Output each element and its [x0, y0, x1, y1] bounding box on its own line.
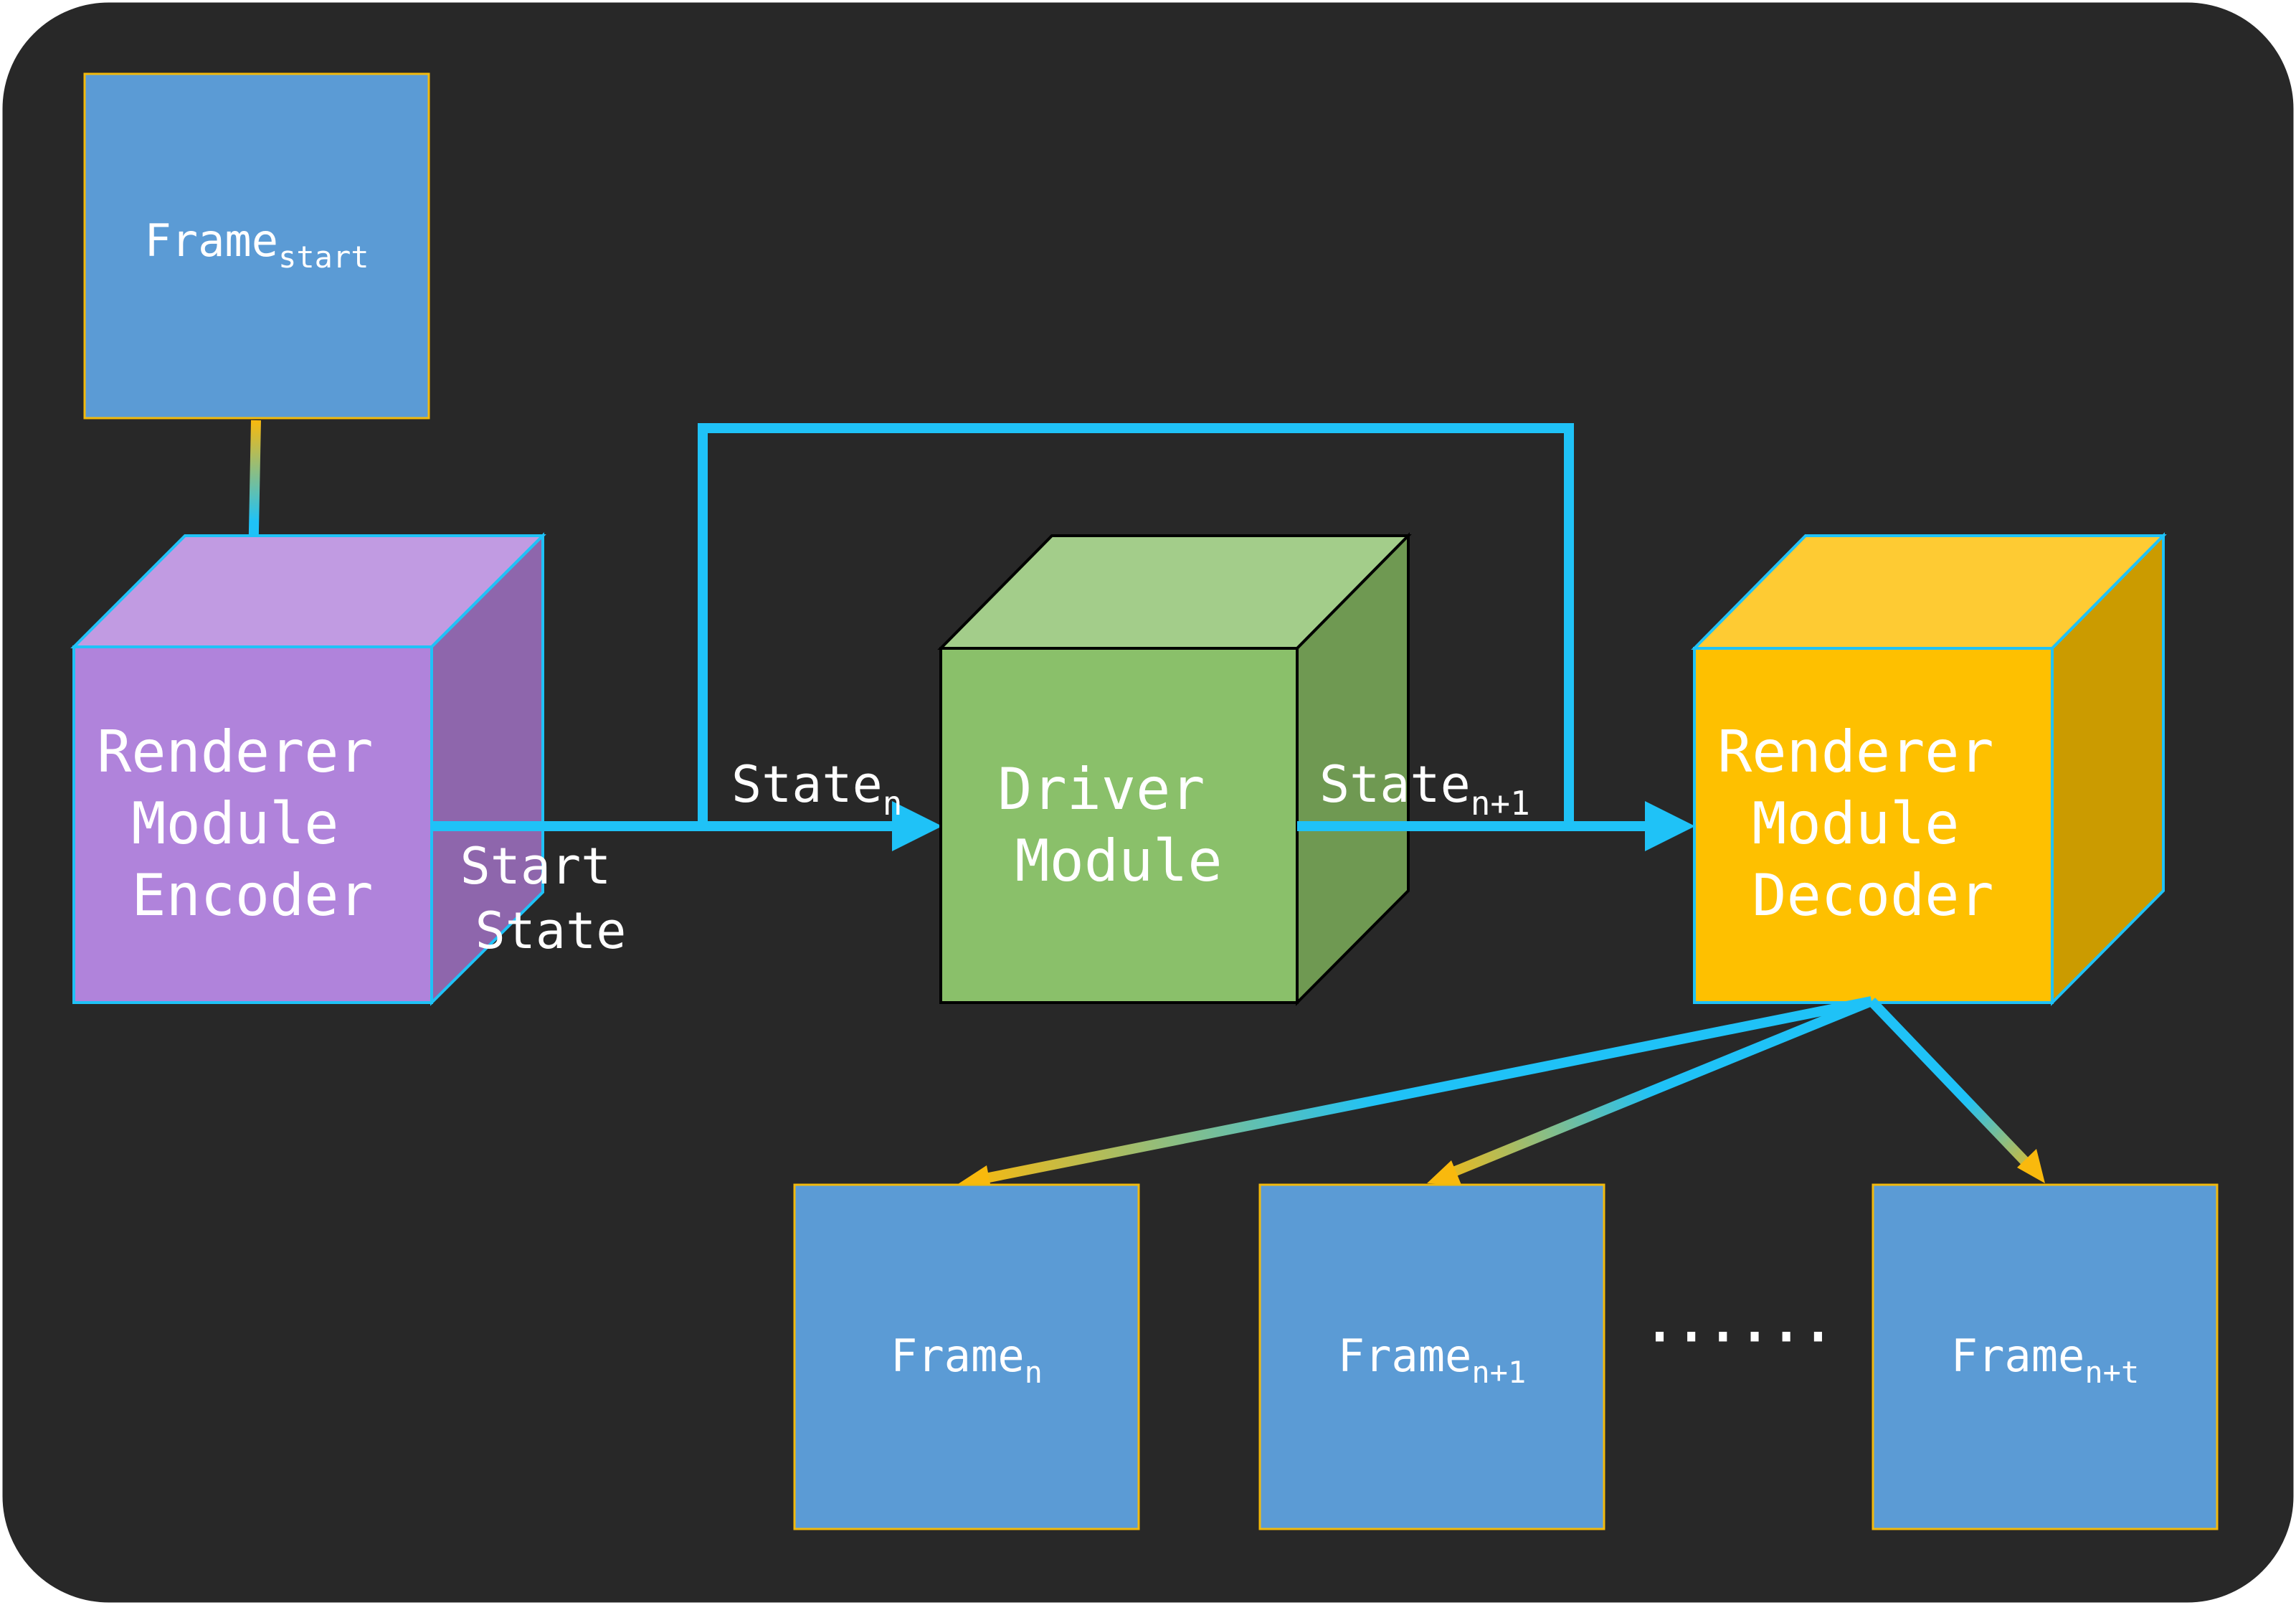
frame-n-box: Framen — [793, 1183, 1140, 1530]
frame-start-box: Framestart — [83, 72, 430, 420]
state-n1-label: Staten+1 — [1319, 755, 1530, 823]
state-n-label: Staten — [731, 755, 902, 823]
driver-label: Driver Module — [997, 756, 1239, 894]
ellipsis-dots: ······ — [1640, 1299, 1830, 1375]
decoder-to-frame-nt-arrow — [1867, 998, 2039, 1175]
frame-nt-box: Framen+t — [1872, 1183, 2219, 1530]
frame-n1-label: Framen+1 — [1338, 1330, 1527, 1390]
frame-nt-arrowhead — [2017, 1149, 2045, 1183]
frame-n1-rect — [1258, 1183, 1605, 1530]
feedback-loop-connector — [698, 423, 1574, 826]
frame-nt-rect — [1872, 1183, 2219, 1530]
start-state-label: Start State — [460, 837, 642, 960]
frame-start-label: Framestart — [144, 214, 369, 275]
driver-cube: Driver Module — [937, 532, 1412, 1006]
decoder-cube: Renderer Module Decoder — [1691, 532, 2167, 1006]
frame-start-rect — [83, 72, 430, 420]
encoder-cube: Renderer Module Encoder — [70, 532, 546, 1006]
decoder-to-frame-n1-arrow — [1439, 996, 1874, 1182]
frame-nt-label: Framen+t — [1951, 1330, 2140, 1390]
frame-n-rect — [793, 1183, 1140, 1530]
decoder-cube-front — [1693, 647, 2054, 1004]
decoder-label: Renderer Module Decoder — [1717, 719, 2028, 929]
driver-cube-front — [939, 647, 1299, 1004]
decoder-to-frame-n-arrow — [977, 996, 1873, 1185]
frame-n1-arrowhead — [1427, 1160, 1461, 1185]
frame-n-label: Framen — [891, 1330, 1043, 1390]
encoder-cube-front — [72, 645, 433, 1004]
frame-n1-box: Framen+1 — [1258, 1183, 1605, 1530]
encoder-label: Renderer Module Encoder — [97, 719, 407, 929]
